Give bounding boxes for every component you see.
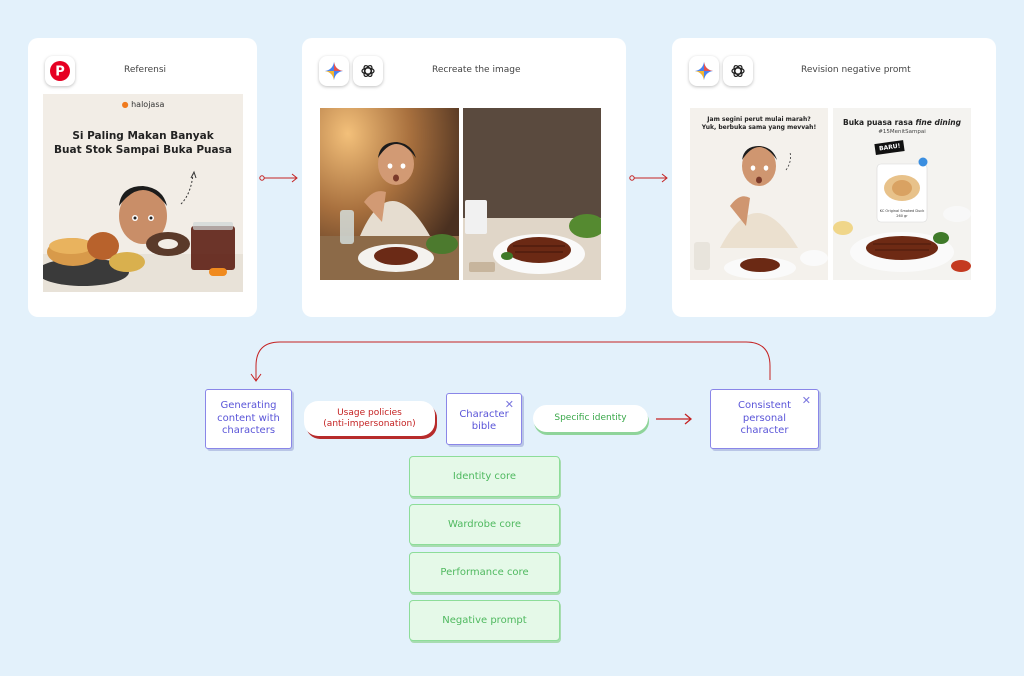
specific-identity-pill[interactable]: Specific identity	[533, 405, 648, 432]
performance-core-label: Performance core	[440, 567, 529, 578]
card-title: Recreate the image	[432, 65, 521, 75]
loop-back-arrow	[250, 341, 771, 382]
recreate-card: Recreate the image	[302, 38, 626, 317]
product-name: KC Original Smoked Duck	[879, 209, 925, 213]
generating-content-label: Generating content with characters	[217, 400, 280, 437]
identity-core-label: Identity core	[452, 471, 517, 482]
caption-line-2: Yuk, berbuka sama yang mevvah!	[701, 124, 817, 132]
revision-hashtag: #15MenitSampai	[878, 129, 926, 135]
reference-headline: Si Paling Makan Banyak Buat Stok Sampai …	[43, 130, 243, 157]
product-weight: 260 gr	[896, 214, 908, 218]
usage-policies-line-1: Usage policies	[337, 407, 402, 418]
usage-policies-line-2: (anti-impersonation)	[323, 418, 416, 429]
revision-headline: Buka puasa rasa fine dining	[833, 118, 971, 127]
brand-name: halojasa	[131, 100, 165, 109]
consistent-character-box[interactable]: ✕ Consistent personal character	[710, 389, 819, 449]
card-title: Revision negative promt	[801, 65, 911, 75]
svg-text:P: P	[55, 65, 65, 80]
headline-italic: fine dining	[915, 118, 962, 127]
pinterest-icon[interactable]: P	[45, 56, 75, 86]
flow-arrow-3	[656, 413, 693, 425]
character-bible-box[interactable]: ✕ Character bible	[446, 393, 522, 445]
revision-image-2[interactable]: Buka puasa rasa fine dining #15MenitSamp…	[833, 108, 971, 280]
chatgpt-icon[interactable]	[353, 56, 383, 86]
performance-core-box[interactable]: Performance core	[409, 552, 560, 593]
wardrobe-core-box[interactable]: Wardrobe core	[409, 504, 560, 545]
negative-prompt-box[interactable]: Negative prompt	[409, 600, 560, 641]
negative-prompt-label: Negative prompt	[442, 615, 527, 626]
headline-text: Buka puasa rasa	[842, 118, 913, 127]
headline-line-2: Buat Stok Sampai Buka Puasa	[54, 143, 232, 156]
recreated-image-2[interactable]	[463, 108, 601, 280]
gemini-icon[interactable]	[689, 56, 719, 86]
caption-line-1: Jam segini perut mulai marah?	[707, 116, 811, 123]
recreated-image-1[interactable]	[320, 108, 459, 280]
revision-caption: Jam segini perut mulai marah? Yuk, berbu…	[690, 116, 828, 132]
brand-logo: ● halojasa	[121, 100, 165, 109]
usage-policies-pill[interactable]: Usage policies (anti-impersonation)	[304, 401, 435, 436]
wardrobe-core-label: Wardrobe core	[447, 519, 521, 530]
generating-content-box[interactable]: Generating content with characters	[205, 389, 292, 449]
close-icon[interactable]: ✕	[504, 398, 514, 411]
card-title: Referensi	[124, 65, 167, 75]
reference-card: P Referensi ● halojasa Si Pa	[28, 38, 257, 317]
revision-card: Revision negative promt Jam segini perut…	[672, 38, 996, 317]
revision-image-1[interactable]: Jam segini perut mulai marah? Yuk, berbu…	[690, 108, 828, 280]
identity-core-box[interactable]: Identity core	[409, 456, 560, 497]
consistent-character-label: Consistent personal character	[738, 400, 791, 437]
chatgpt-icon[interactable]	[723, 56, 753, 86]
headline-line-1: Si Paling Makan Banyak	[72, 130, 214, 142]
specific-identity-label: Specific identity	[554, 413, 627, 424]
close-icon[interactable]: ✕	[801, 394, 811, 407]
reference-image[interactable]: ● halojasa Si Paling Makan Banyak Buat S…	[43, 94, 243, 292]
gemini-icon[interactable]	[319, 56, 349, 86]
flow-arrow-2	[629, 173, 668, 183]
flow-arrow-1	[259, 173, 298, 183]
character-bible-label: Character bible	[459, 408, 509, 433]
